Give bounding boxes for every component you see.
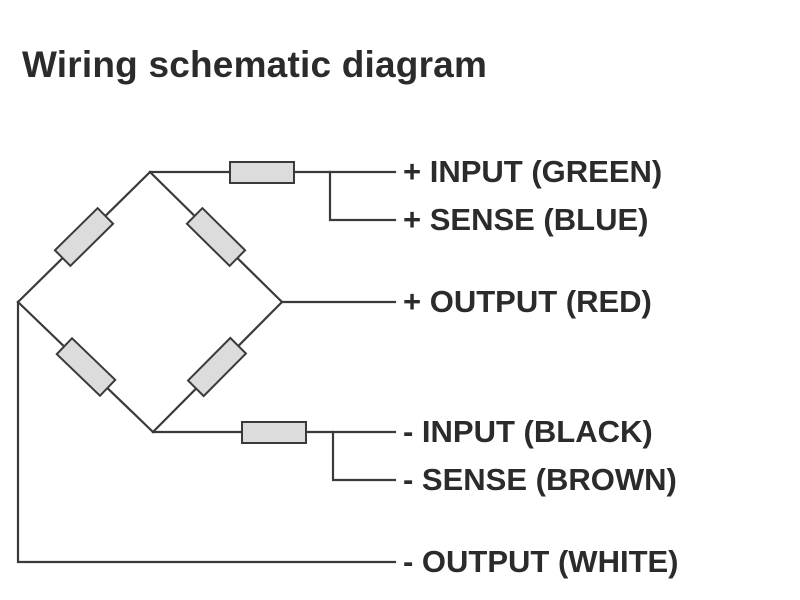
diagram-title: Wiring schematic diagram	[22, 44, 488, 85]
label-plus-output: + OUTPUT (RED)	[403, 284, 652, 319]
label-minus-output: - OUTPUT (WHITE)	[403, 544, 679, 579]
wire-plus-sense	[328, 170, 397, 222]
label-plus-input: + INPUT (GREEN)	[403, 154, 663, 189]
label-plus-sense: + SENSE (BLUE)	[403, 202, 649, 237]
resistor-left-bottom-arm	[55, 336, 117, 398]
wire-minus-sense	[331, 430, 397, 482]
resistor-bottom-lead	[241, 421, 307, 444]
wire-minus-output	[16, 300, 397, 564]
resistor-right-bottom-arm	[186, 336, 248, 398]
label-minus-sense: - SENSE (BROWN)	[403, 462, 677, 497]
label-minus-input: - INPUT (BLACK)	[403, 414, 653, 449]
resistor-right-top-arm	[185, 206, 247, 268]
resistor-left-top-arm	[53, 206, 115, 268]
resistor-top-lead	[229, 161, 295, 184]
